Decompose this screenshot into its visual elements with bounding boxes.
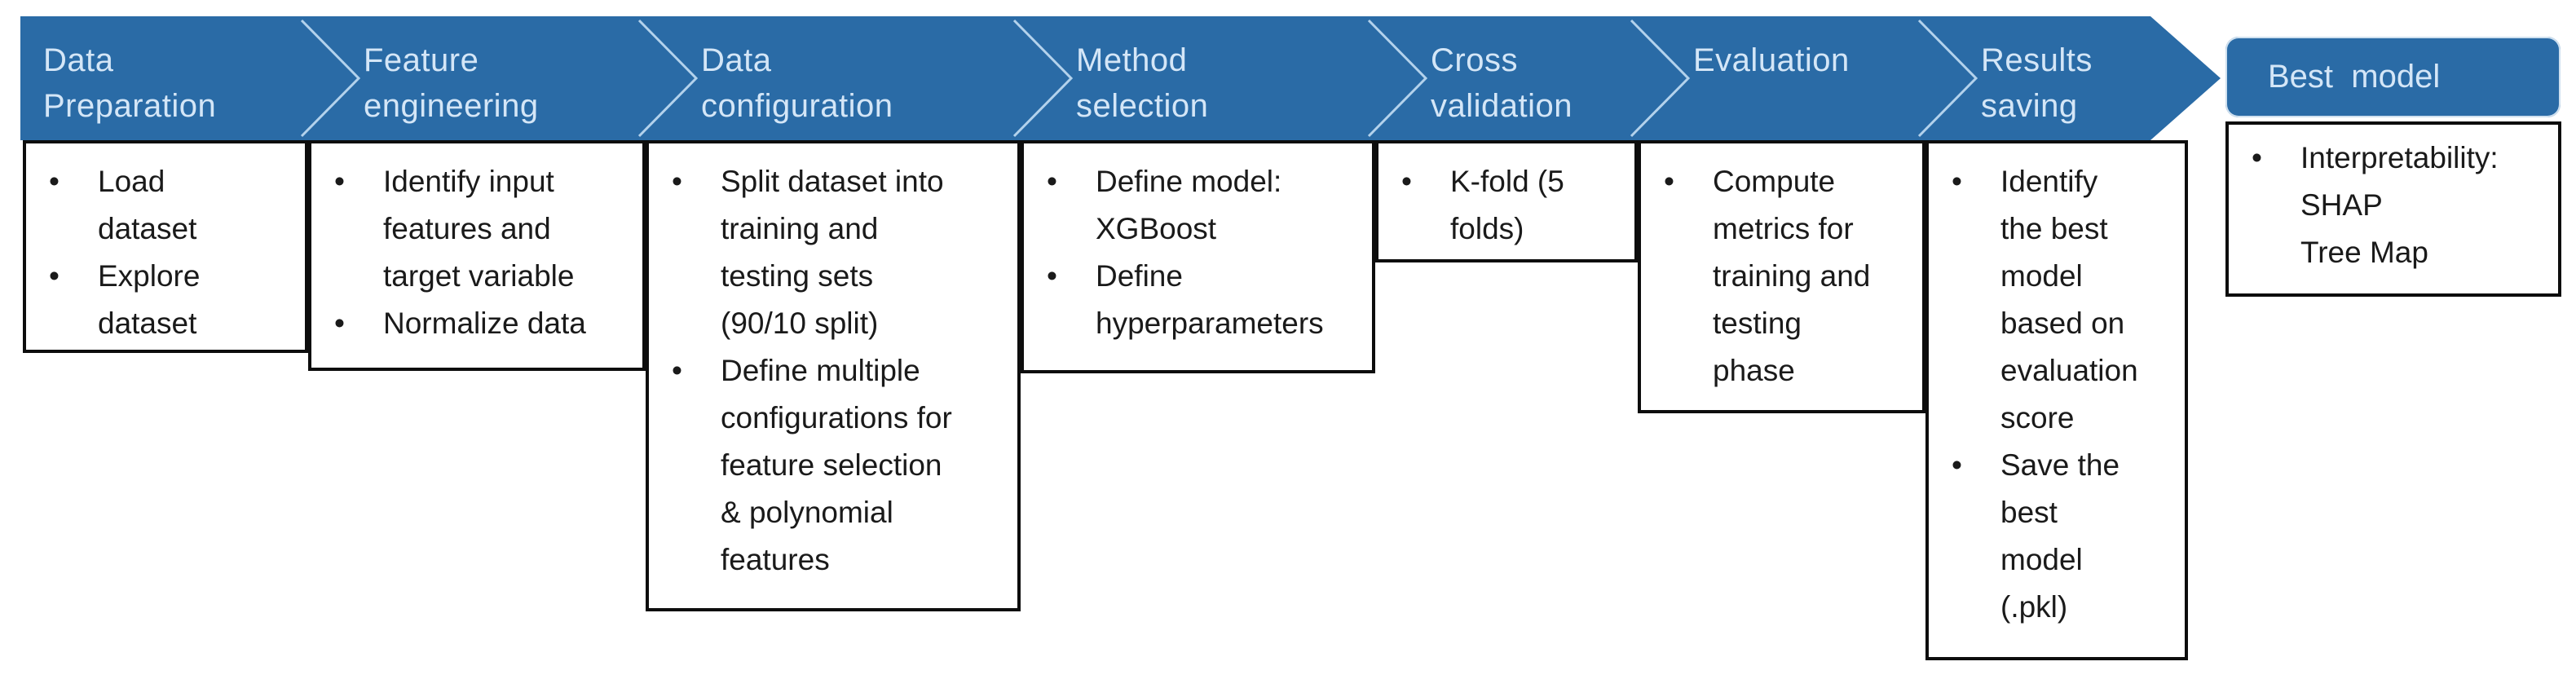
bullet-icon: •: [1664, 165, 1674, 198]
list-item: • Define multiple configurations for fea…: [672, 347, 1011, 584]
bullet-text: Save the best model (.pkl): [2000, 448, 2120, 624]
stage-box-feature-engineering: • Identify input features and target var…: [308, 140, 646, 371]
bullet-text: Define hyperparameters: [1096, 259, 1324, 340]
chevron-divider: [1012, 19, 1074, 138]
best-model-box: • Interpretability: SHAP Tree Map: [2225, 121, 2561, 297]
list-item: • K-fold (5 folds): [1401, 158, 1628, 253]
stage-title-results-saving: Results saving: [1981, 42, 2093, 124]
bullet-icon: •: [2252, 141, 2262, 174]
list-item: • Define hyperparameters: [1047, 253, 1365, 347]
bullet-text: Load dataset: [98, 165, 197, 245]
list-item: • Identify input features and target var…: [334, 158, 636, 300]
stage-box-results-saving: • Identify the best model based on evalu…: [1925, 140, 2188, 660]
bullet-icon: •: [49, 259, 60, 293]
bullet-text: Compute metrics for training and testing…: [1713, 165, 1871, 387]
bullet-icon: •: [1047, 165, 1057, 198]
stage-box-data-configuration: • Split dataset into training and testin…: [646, 140, 1021, 611]
bullet-text: Normalize data: [383, 307, 586, 340]
bullet-text: Interpretability: SHAP Tree Map: [2300, 141, 2499, 269]
bullet-icon: •: [334, 165, 345, 198]
stage-title-cross-validation: Cross validation: [1431, 42, 1573, 124]
stage-title-feature-engineering: Feature engineering: [364, 42, 539, 124]
bullet-text: Define model: XGBoost: [1096, 165, 1282, 245]
list-item: • Define model: XGBoost: [1047, 158, 1365, 253]
list-item: • Interpretability: SHAP Tree Map: [2252, 135, 2552, 276]
arrow-ribbon: [20, 16, 2221, 140]
best-model-header: Best model: [2225, 37, 2561, 117]
list-item: • Compute metrics for training and testi…: [1664, 158, 1916, 395]
stage-box-cross-validation: • K-fold (5 folds): [1375, 140, 1638, 262]
stage-title-data-preparation: Data Preparation: [43, 42, 217, 124]
process-arrow-band: [20, 16, 2221, 140]
stage-title-evaluation: Evaluation: [1693, 42, 1850, 78]
stage-title-data-configuration: Data configuration: [701, 42, 893, 124]
bullet-icon: •: [49, 165, 60, 198]
bullet-text: Identify the best model based on evaluat…: [2000, 165, 2138, 434]
bullet-text: K-fold (5 folds): [1450, 165, 1564, 245]
list-item: • Identify the best model based on evalu…: [1952, 158, 2178, 442]
bullet-icon: •: [1952, 448, 1962, 482]
bullet-icon: •: [672, 165, 682, 198]
bullet-icon: •: [334, 307, 345, 340]
bullet-icon: •: [1401, 165, 1412, 198]
chevron-divider: [637, 19, 699, 138]
stage-box-data-preparation: • Load dataset • Explore dataset: [23, 140, 308, 353]
bullet-text: Split dataset into training and testing …: [721, 165, 944, 340]
stage-box-method-selection: • Define model: XGBoost • Define hyperpa…: [1021, 140, 1375, 373]
stage-box-evaluation: • Compute metrics for training and testi…: [1638, 140, 1925, 413]
list-item: • Normalize data: [334, 300, 636, 347]
bullet-icon: •: [1952, 165, 1962, 198]
bullet-icon: •: [1047, 259, 1057, 293]
list-item: • Load dataset: [49, 158, 298, 253]
stage-title-method-selection: Method selection: [1076, 42, 1209, 124]
list-item: • Explore dataset: [49, 253, 298, 347]
bullet-icon: •: [672, 354, 682, 387]
list-item: • Save the best model (.pkl): [1952, 442, 2178, 631]
chevron-divider: [1367, 19, 1428, 138]
bullet-text: Identify input features and target varia…: [383, 165, 575, 293]
bullet-text: Define multiple configurations for featu…: [721, 354, 952, 576]
list-item: • Split dataset into training and testin…: [672, 158, 1011, 347]
chevron-divider: [1917, 19, 1978, 138]
chevron-divider: [1630, 19, 1691, 138]
chevron-divider: [300, 19, 361, 138]
bullet-text: Explore dataset: [98, 259, 201, 340]
